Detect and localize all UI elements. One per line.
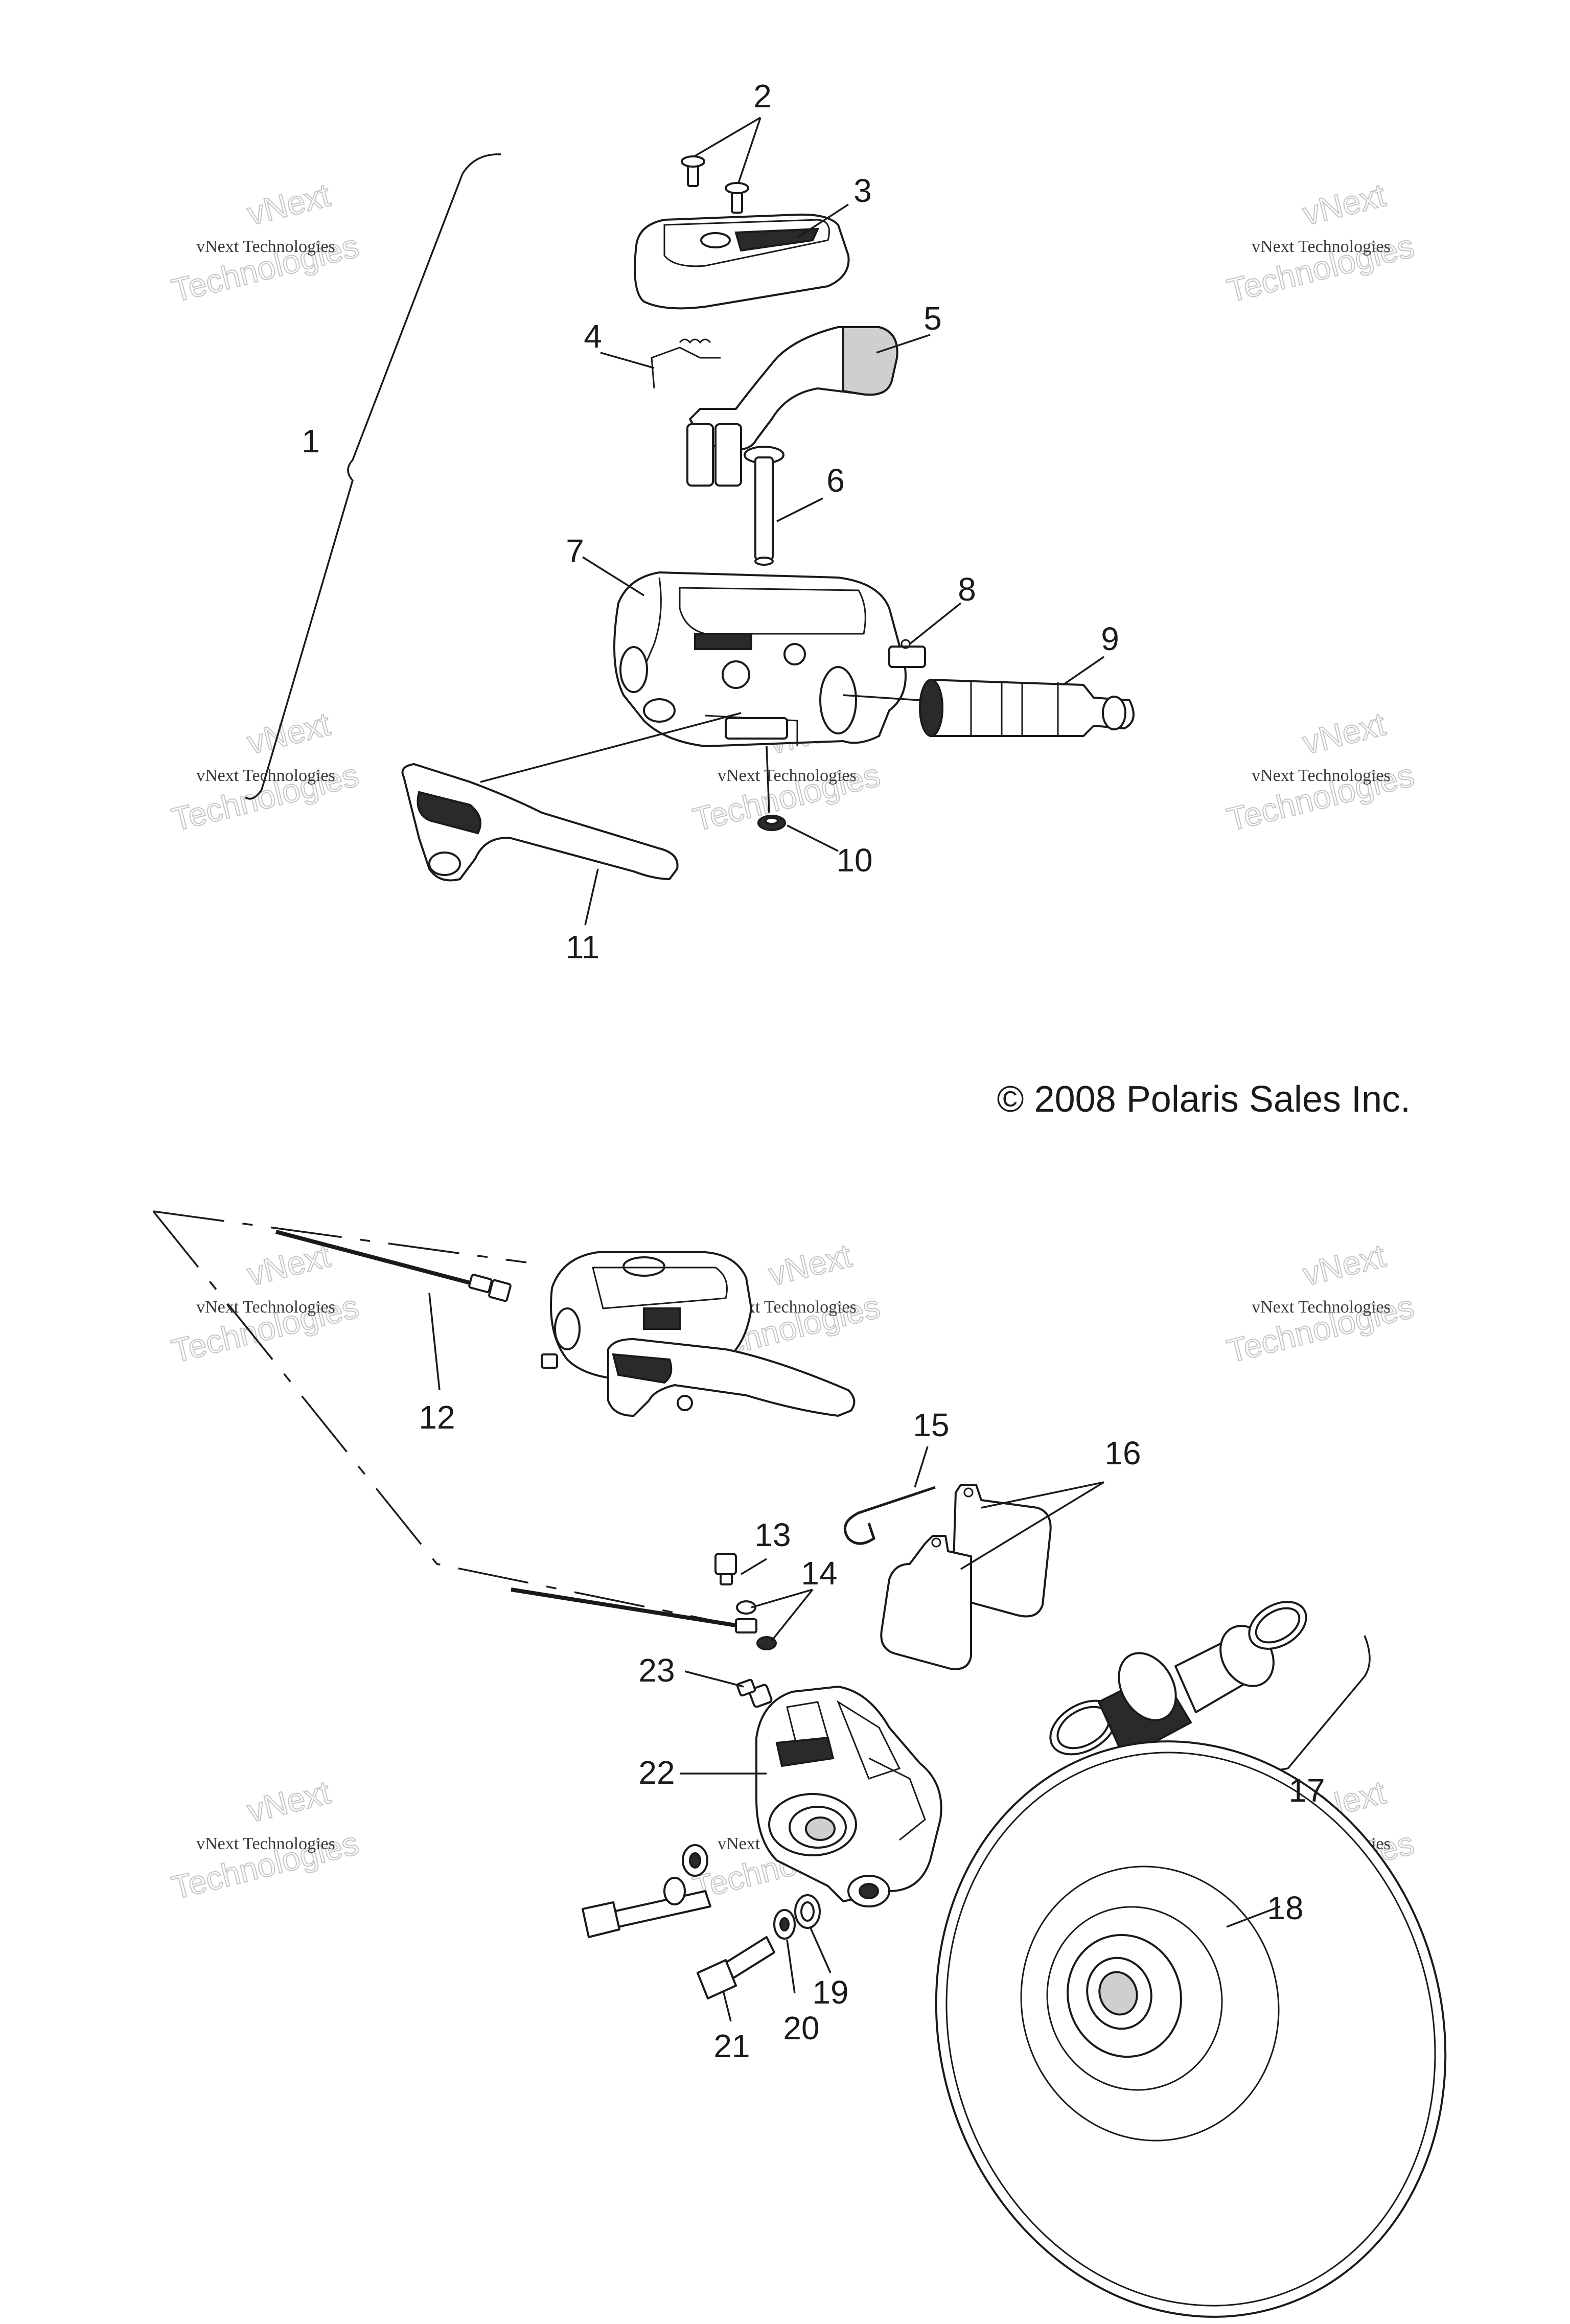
washer-part-20 [773, 1909, 796, 1940]
screw-part-2 [681, 155, 749, 214]
piston-part-9 [919, 679, 1135, 737]
watermark-large-vnext: vNext [244, 176, 334, 232]
watermark-small-text: vNext Technologies [1252, 766, 1391, 785]
callout-16: 16 [1104, 1435, 1141, 1471]
caliper-pistons-part-17 [1049, 1601, 1307, 1760]
watermark-large-vnext: vNext [1299, 1237, 1389, 1293]
brake-line-route [152, 1210, 736, 1626]
callout-20: 20 [783, 2010, 819, 2046]
callout-21: 21 [713, 2028, 750, 2064]
callout-11: 11 [566, 929, 599, 965]
assembly-bracket [245, 153, 501, 800]
washer-part-19 [794, 1894, 821, 1929]
watermark-small-text: vNext Technologies [196, 237, 335, 256]
brake-pads-part-16 [880, 1484, 1052, 1670]
callout-4: 4 [584, 318, 602, 355]
pin-part-15 [843, 1486, 936, 1545]
lever-arm-part-5 [686, 326, 898, 487]
upper-bolt [582, 1844, 711, 1938]
hand-lever-part-11 [401, 763, 679, 882]
master-cylinder-body-part-7 [613, 571, 907, 747]
piston-axis-line [843, 694, 920, 701]
callout-12: 12 [419, 1399, 455, 1436]
callout-10: 10 [836, 842, 872, 879]
callout-13: 13 [754, 1516, 791, 1553]
brake-line-part-12 [275, 1230, 757, 1633]
callout-18: 18 [1267, 1890, 1303, 1926]
callout-14: 14 [801, 1555, 837, 1592]
reservoir-cover-part-3 [634, 213, 850, 310]
callout-2: 2 [753, 78, 772, 114]
bolt-part-21 [697, 1936, 775, 1999]
copyright-text: © 2008 Polaris Sales Inc. [997, 1079, 1411, 1120]
watermark-small-text: vNext Technologies [196, 1298, 335, 1317]
washers-part-14 [736, 1600, 777, 1650]
watermark-large-vnext: vNext [765, 1237, 855, 1293]
watermark-large-vnext: vNext [1299, 176, 1389, 232]
callout-7: 7 [566, 533, 584, 569]
watermark-large-vnext: vNext [1299, 705, 1389, 761]
callout-6: 6 [826, 462, 845, 499]
callout-23: 23 [638, 1652, 675, 1689]
watermark-small-text: vNext Technologies [196, 1834, 335, 1853]
callout-22: 22 [638, 1754, 675, 1791]
bleeder-part-23 [736, 1678, 773, 1708]
brake-disc-part-18 [935, 1740, 1447, 2318]
callout-labels: 1 2 3 4 5 6 7 8 9 10 11 12 13 14 15 16 1… [302, 78, 1325, 2064]
leader-lines [428, 117, 1281, 2022]
ring-part-10 [757, 815, 786, 831]
callout-8: 8 [958, 571, 976, 608]
ring-axis-line [766, 746, 770, 813]
callout-1: 1 [302, 423, 320, 459]
watermark-small-text: vNext Technologies [718, 766, 857, 785]
spring-part-4 [651, 338, 721, 389]
callout-9: 9 [1101, 620, 1119, 657]
master-cylinder-assembled [541, 1251, 856, 1417]
watermark-small-text: vNext Technologies [1252, 1298, 1391, 1317]
callout-19: 19 [812, 1974, 848, 2011]
pivot-pin-part-6 [744, 446, 784, 566]
callout-5: 5 [923, 300, 942, 337]
callout-3: 3 [853, 172, 872, 209]
caliper-body-part-22 [755, 1686, 942, 1907]
watermark-large-vnext: vNext [244, 1774, 334, 1829]
banjo-bolt-part-13 [714, 1553, 737, 1585]
watermark-large-vnext: vNext [244, 705, 334, 761]
watermark-small-text: vNext Technologies [1252, 237, 1391, 256]
lever-axis-line [480, 712, 742, 783]
callout-15: 15 [913, 1407, 949, 1443]
callout-17: 17 [1288, 1772, 1325, 1809]
